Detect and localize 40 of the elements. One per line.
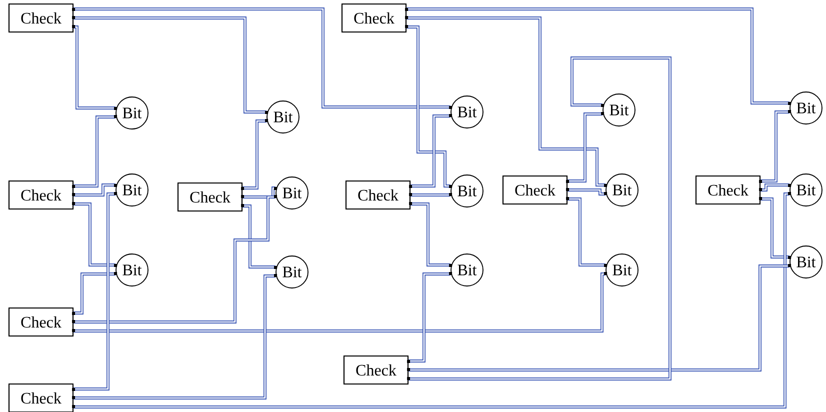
connector (406, 8, 790, 104)
connector (242, 120, 267, 190)
connector (406, 26, 451, 188)
connector (74, 8, 451, 108)
check-box: Check (695, 175, 761, 205)
connector (410, 202, 451, 266)
check-box: Check (341, 3, 407, 33)
connector (410, 114, 451, 188)
connector (74, 202, 116, 266)
connector (242, 186, 276, 198)
connector (408, 272, 451, 362)
connector (74, 16, 267, 114)
check-box: Check (8, 383, 74, 412)
connector (74, 192, 116, 390)
connector (74, 272, 116, 314)
check-box: Check (8, 180, 74, 210)
connector (410, 194, 451, 196)
check-box: Check (345, 180, 411, 210)
connector (74, 184, 116, 196)
connector (74, 192, 791, 408)
check-box: Check (502, 175, 568, 205)
connector (408, 56, 672, 380)
connector (406, 16, 606, 186)
connector (760, 184, 790, 192)
connector (74, 26, 116, 110)
connector (74, 272, 606, 332)
check-box: Check (343, 355, 409, 385)
connector (242, 204, 276, 268)
connector (408, 264, 790, 372)
connector (568, 188, 606, 196)
check-box: Check (8, 307, 74, 337)
check-box: Check (177, 182, 243, 212)
connector (760, 198, 790, 258)
connector (74, 196, 276, 324)
connector (568, 198, 606, 266)
connector (74, 274, 276, 400)
connector (74, 116, 116, 188)
connector (760, 110, 790, 182)
check-box: Check (8, 3, 74, 33)
connector (568, 112, 603, 182)
